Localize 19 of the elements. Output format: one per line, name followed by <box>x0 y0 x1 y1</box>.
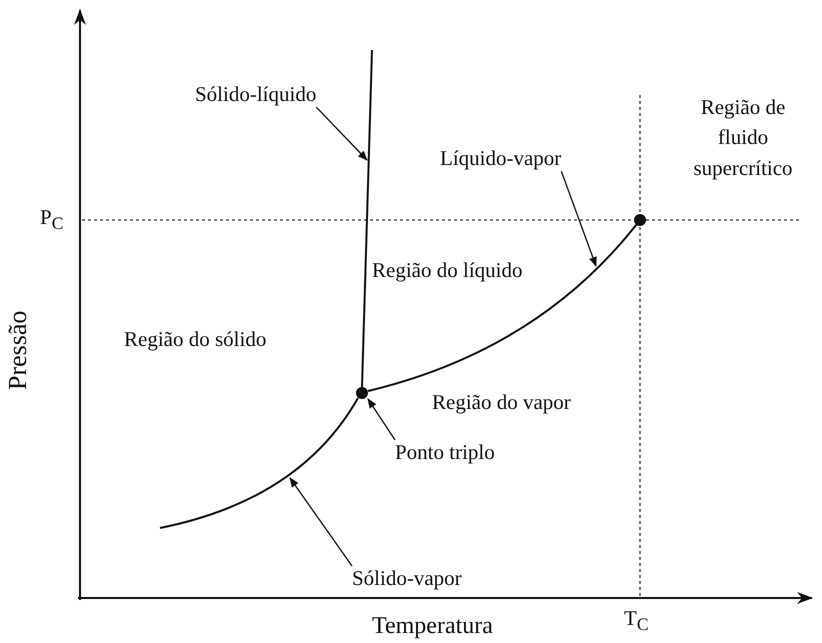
solid-vapor-curve <box>160 397 359 529</box>
curve-label: Sólido-vapor <box>352 566 462 592</box>
axis-title: Pressão <box>2 310 33 390</box>
region-label: Região do sólido <box>124 327 266 352</box>
leader-line <box>316 106 368 161</box>
leader-line <box>560 170 597 267</box>
curve-label: Sólido-líquido <box>195 82 316 108</box>
axis-tick-label: T$_{C}$ <box>624 606 649 636</box>
axis-title: Temperatura <box>372 612 493 641</box>
region-label: Região de fluido supercrítico <box>692 94 794 182</box>
curve-label: Líquido-vapor <box>440 146 562 172</box>
region-label: Região do vapor <box>432 390 571 416</box>
triple-point-dot <box>356 387 368 399</box>
leader-line <box>289 477 353 566</box>
region-label: Região do líquido <box>372 258 522 284</box>
leader-line <box>367 398 396 440</box>
axis-tick-label: P$_{C}$ <box>40 205 64 234</box>
solid-liquid-curve <box>361 50 373 388</box>
curve-label: Ponto triplo <box>395 440 495 466</box>
